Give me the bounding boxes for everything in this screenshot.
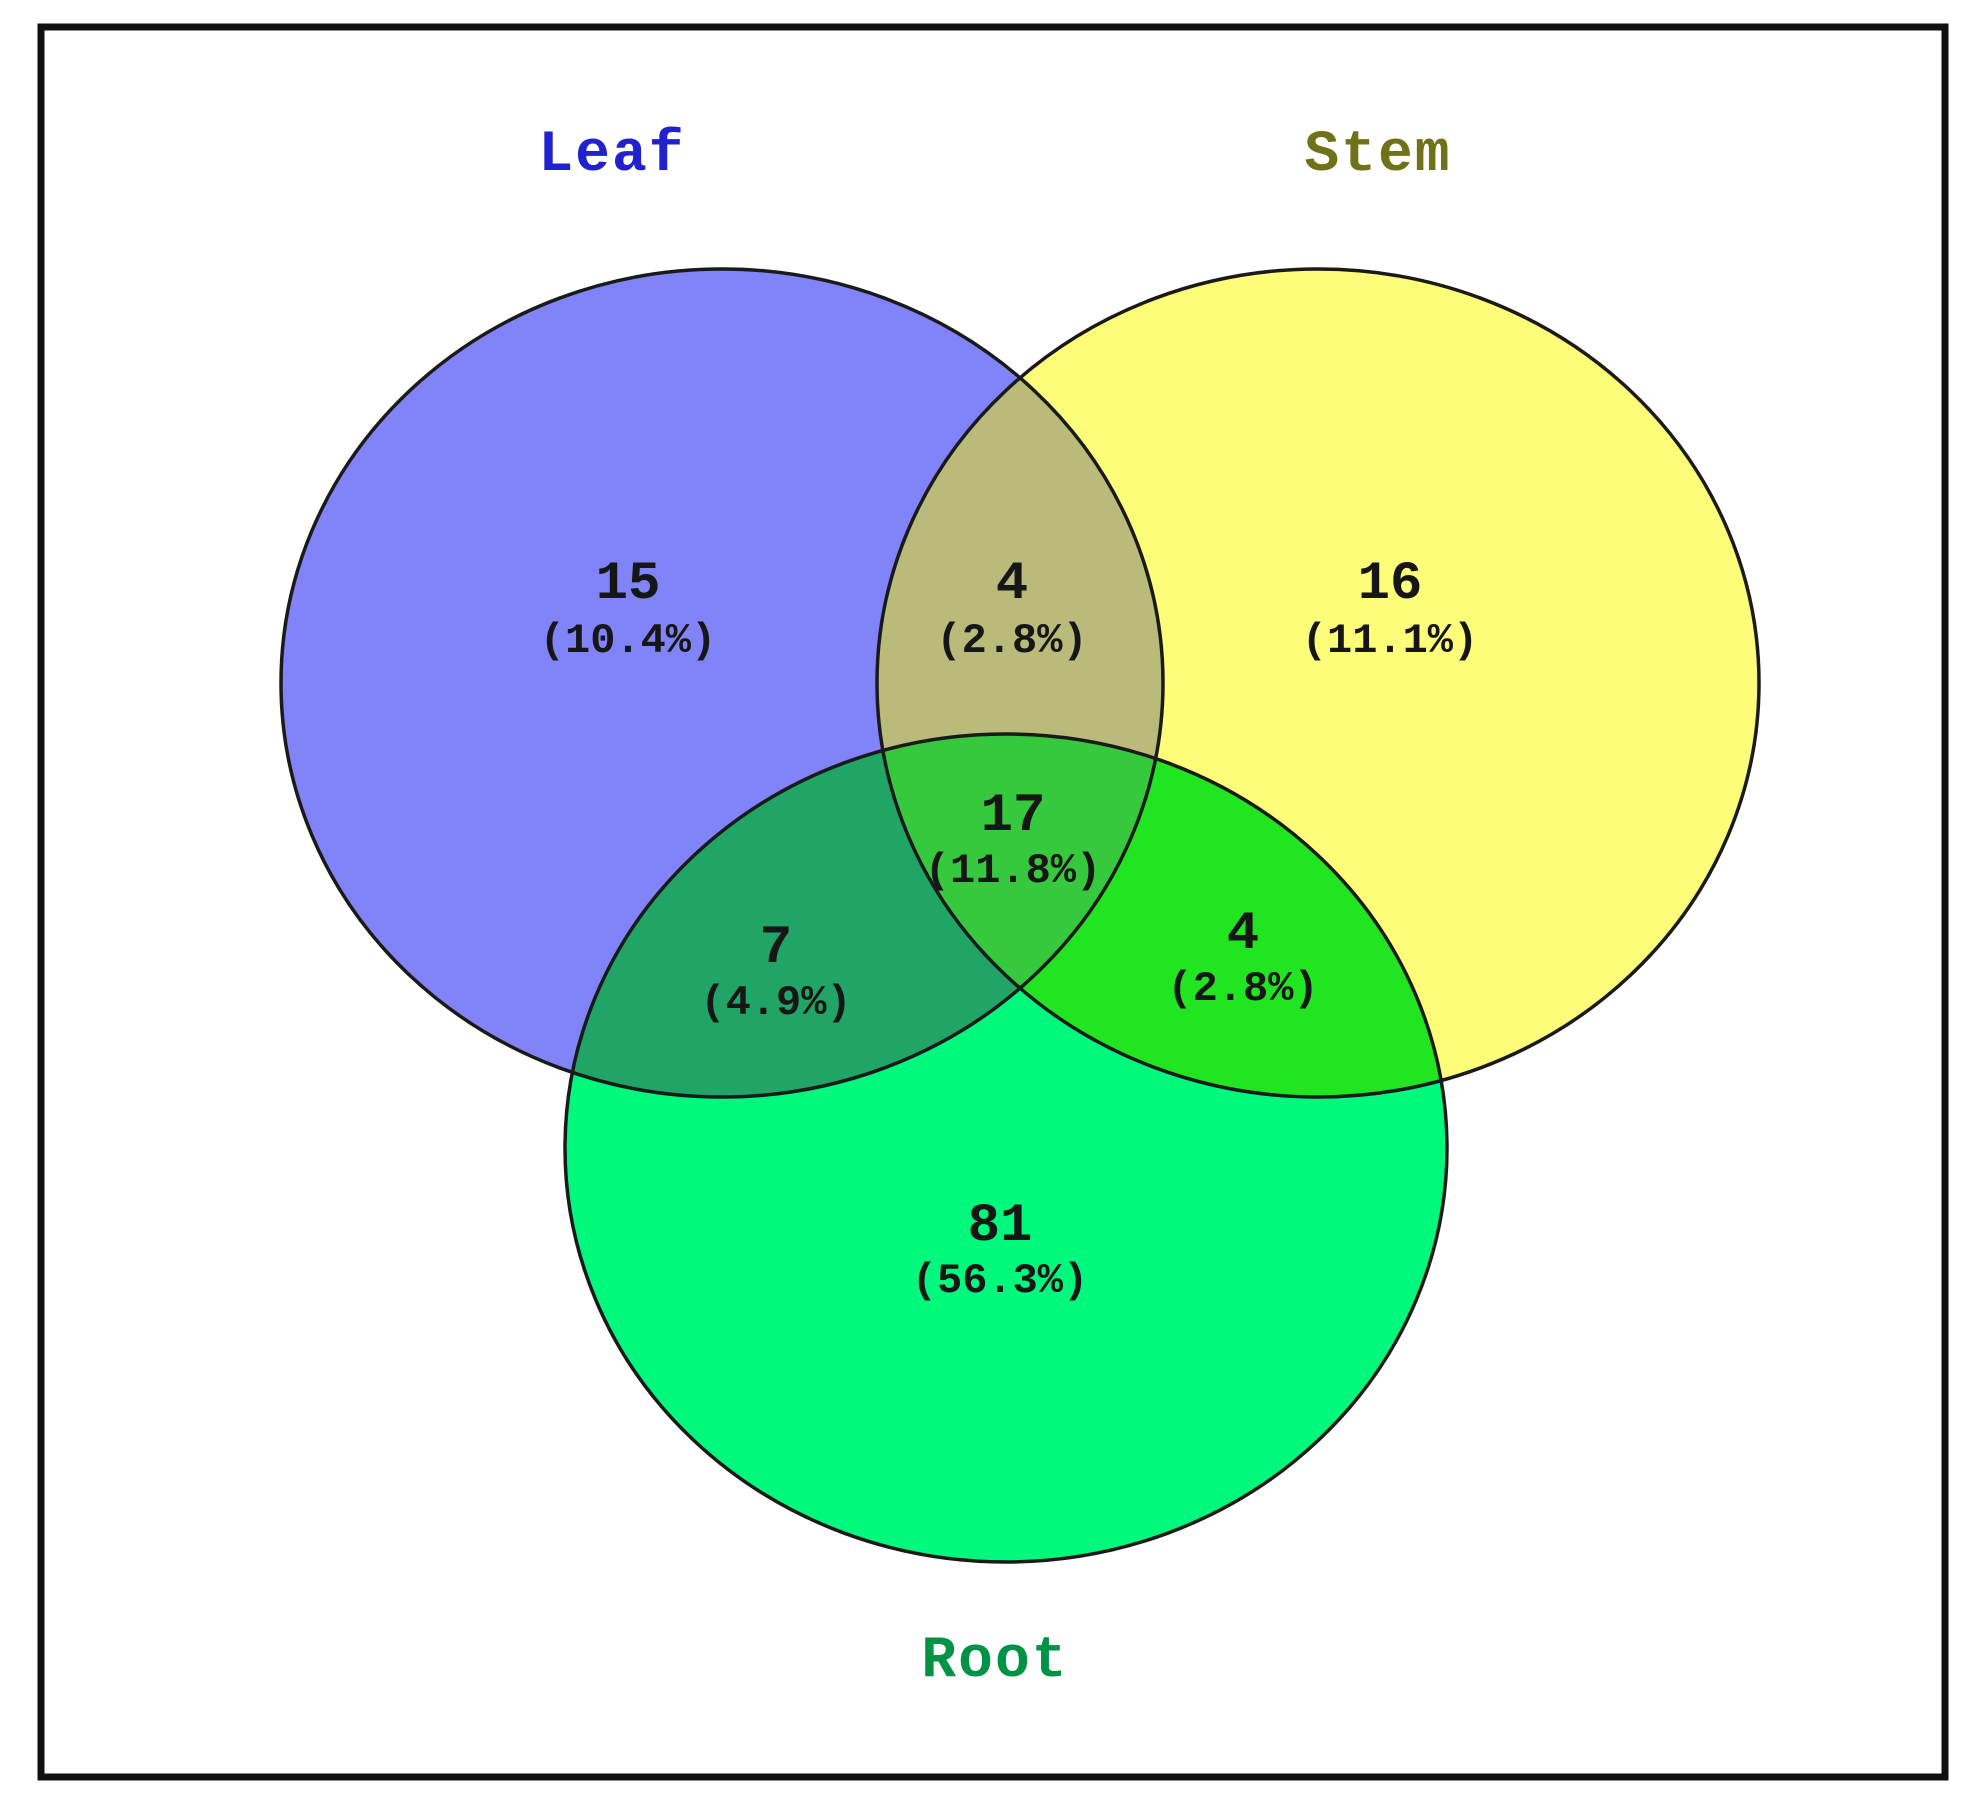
leaf-circle-outline <box>279 267 1165 1099</box>
root-circle-outline <box>563 732 1449 1564</box>
stem-circle-outline <box>875 267 1761 1099</box>
outer-frame <box>37 23 1949 1781</box>
stem-only-count: 16 <box>1358 554 1423 615</box>
leaf-root-overlap <box>565 734 1163 1097</box>
leaf-root-count: 7 <box>760 918 792 979</box>
center-count: 17 <box>981 786 1046 847</box>
leaf-only-percent: (10.4%) <box>540 617 716 665</box>
root-only-count: 81 <box>968 1196 1033 1257</box>
stem-root-count: 4 <box>1227 904 1259 965</box>
leaf-stem-count: 4 <box>996 554 1028 615</box>
stem-only-percent: (11.1%) <box>1302 617 1478 665</box>
leaf-set-label: Leaf <box>538 123 685 188</box>
root-set-label: Root <box>921 1629 1068 1694</box>
leaf-root-percent: (4.9%) <box>700 979 851 1027</box>
stem-root-percent: (2.8%) <box>1167 965 1318 1013</box>
leaf-stem-percent: (2.8%) <box>936 617 1087 665</box>
stem-set-label: Stem <box>1304 123 1451 188</box>
stem-root-overlap <box>877 734 1447 1097</box>
root-only-percent: (56.3%) <box>912 1257 1088 1305</box>
center-percent: (11.8%) <box>925 847 1101 895</box>
leaf-only-count: 15 <box>596 554 661 615</box>
